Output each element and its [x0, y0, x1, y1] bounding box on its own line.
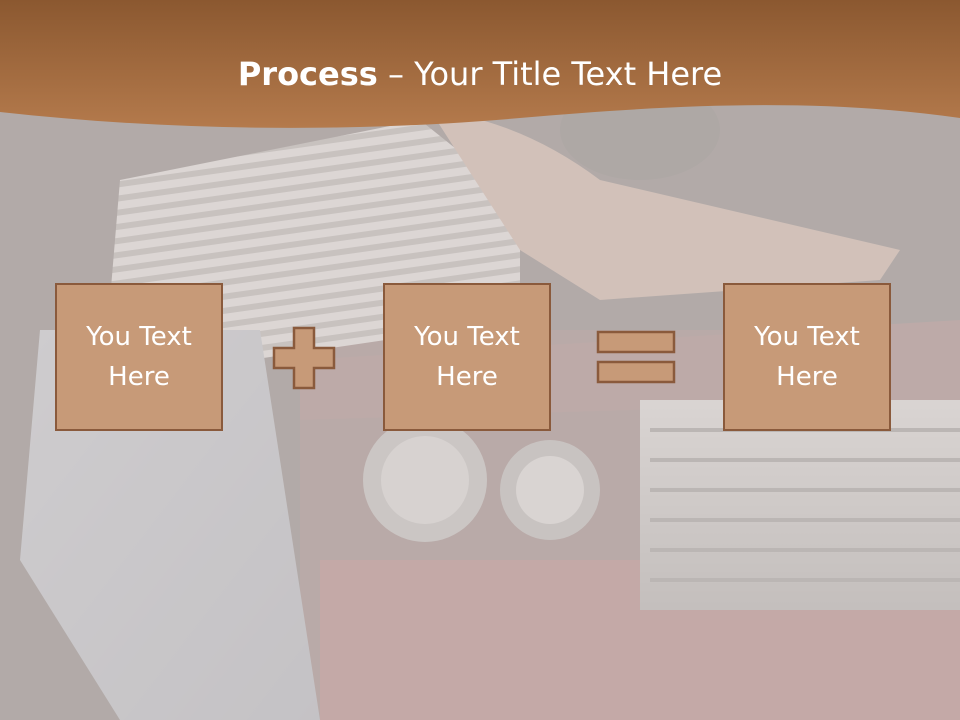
text-box-2-label: You Text Here: [414, 322, 520, 392]
text-box-1[interactable]: You Text Here: [55, 283, 223, 431]
text-box-3[interactable]: You Text Here: [723, 283, 891, 431]
title-bold: Process: [237, 55, 378, 93]
slide-title: Process – Your Title Text Here: [0, 52, 960, 96]
plus-icon: [272, 326, 336, 390]
text-box-1-label: You Text Here: [86, 322, 192, 392]
equals-icon: [596, 330, 676, 384]
header-banner: [0, 0, 960, 128]
text-box-3-label: You Text Here: [754, 322, 860, 392]
text-box-2[interactable]: You Text Here: [383, 283, 551, 431]
title-rest: – Your Title Text Here: [377, 55, 723, 93]
